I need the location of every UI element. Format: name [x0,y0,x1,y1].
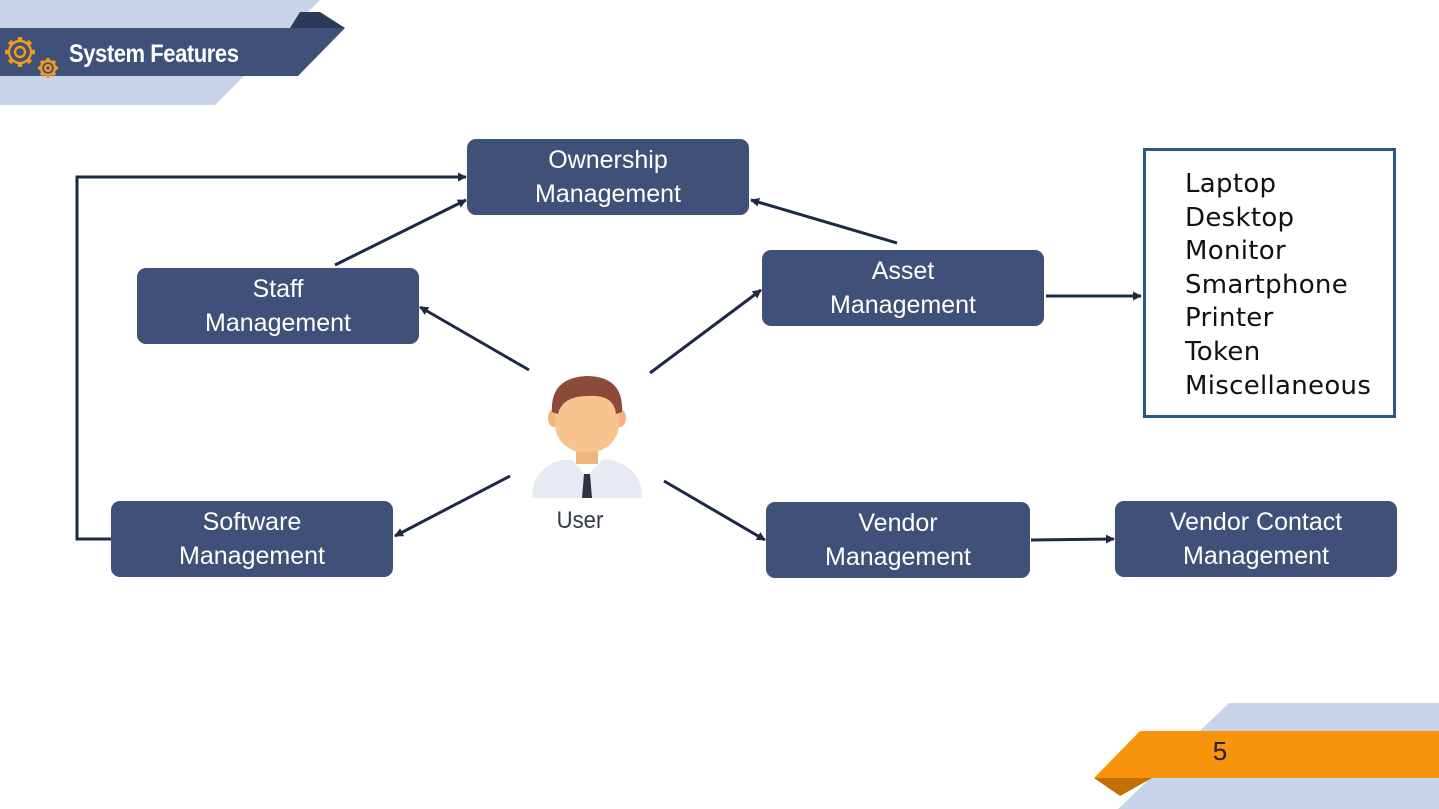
asset-type-item: Token [1185,336,1261,367]
asset-type-item: Monitor [1185,236,1286,267]
arrow-user-to-vendor [663,479,766,542]
node-label: Asset Management [830,257,976,319]
node-label: Vendor Contact Management [1169,508,1343,570]
node-asset-management: Asset Management [762,250,1044,326]
gears-icon [5,37,58,78]
arrow-staff-to-ownership [334,198,467,267]
node-vendor-contact-management: Vendor Contact Management [1115,501,1397,577]
node-label: Ownership Management [535,146,681,208]
node-vendor-management: Vendor Management [766,502,1030,578]
arrow-user-to-software [394,474,511,538]
person-avatar-icon [532,376,642,498]
node-label: Software Management [179,508,325,570]
page-number: 5 [1212,736,1228,766]
asset-type-item: Printer [1185,303,1274,334]
arrow-software-to-ownership [75,172,467,541]
user-label: User [556,507,604,534]
arrow-vendor-to-contact [1030,534,1115,544]
asset-type-item: Laptop [1185,169,1277,199]
header-decoration [0,0,345,105]
asset-type-item: Miscellaneous [1185,370,1372,401]
node-label: Staff Management [205,275,351,337]
node-ownership-management: Ownership Management [467,139,749,215]
arrow-user-to-staff [419,305,530,372]
node-staff-management: Staff Management [137,268,419,344]
asset-type-item: Desktop [1185,202,1295,233]
page-title: System Features [69,40,239,68]
node-label: Vendor Management [825,509,971,571]
arrow-asset-to-ownership [750,197,898,245]
node-software-management: Software Management [111,501,393,577]
asset-type-item: Smartphone [1185,269,1349,300]
arrow-user-to-asset [649,288,762,375]
